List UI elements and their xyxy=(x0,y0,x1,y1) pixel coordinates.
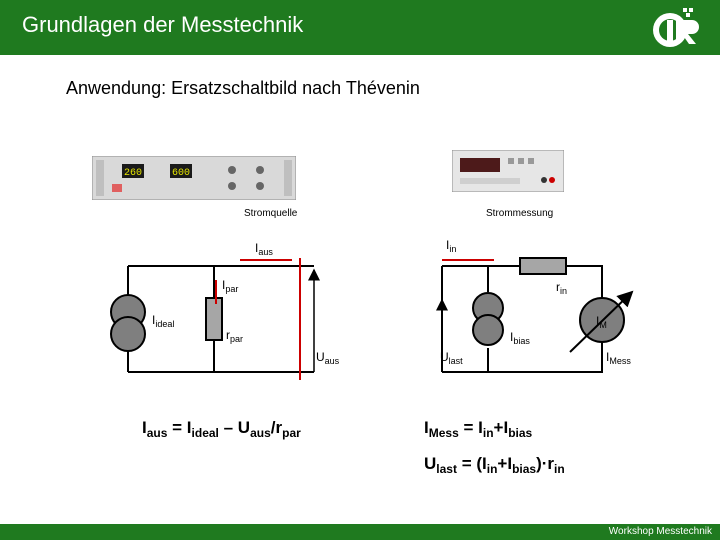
label-i-par: Ipar xyxy=(222,278,239,294)
university-logo-icon xyxy=(653,8,699,47)
slide-subtitle: Anwendung: Ersatzschaltbild nach Théveni… xyxy=(66,78,420,98)
source-caption: Stromquelle xyxy=(244,208,298,219)
page-title: Grundlagen der Messtechnik xyxy=(22,12,304,37)
label-u-last: Ulast xyxy=(440,350,463,366)
label-u-aus: Uaus xyxy=(316,350,340,366)
formula-right-2: Ulast = (Iin+Ibias)·rin xyxy=(424,454,565,476)
wire-right-outer xyxy=(442,265,603,373)
meter-caption: Strommessung xyxy=(486,208,554,219)
source-display-left: 260 xyxy=(124,168,142,179)
formula-left: Iaus = Iideal – Uaus/rpar xyxy=(142,418,301,440)
formula-right-1: IMess = Iin+Ibias xyxy=(424,418,533,440)
ammeter-icon xyxy=(569,290,634,353)
multimeter-image xyxy=(452,150,564,192)
source-display-right: 600 xyxy=(172,168,190,179)
bias-current-source-icon xyxy=(472,292,504,346)
footer-text: Workshop Messtechnik xyxy=(608,526,712,537)
ideal-current-source-icon xyxy=(110,294,146,352)
label-r-par: rpar xyxy=(226,328,244,344)
power-supply-image: 260 600 xyxy=(92,156,296,200)
footer-bar: Workshop Messtechnik xyxy=(0,524,720,540)
label-i-mess: IMess xyxy=(606,350,631,366)
label-i-aus: Iaus xyxy=(255,241,273,257)
label-r-in: rin xyxy=(556,280,568,296)
header-bar: Grundlagen der Messtechnik xyxy=(0,0,720,55)
label-i-bias: Ibias xyxy=(510,330,530,346)
label-i-m: IM xyxy=(596,314,607,330)
rin-resistor xyxy=(519,257,567,275)
label-i-ideal: Iideal xyxy=(152,313,175,329)
label-i-in: Iin xyxy=(446,238,457,254)
rpar-resistor xyxy=(205,297,223,341)
